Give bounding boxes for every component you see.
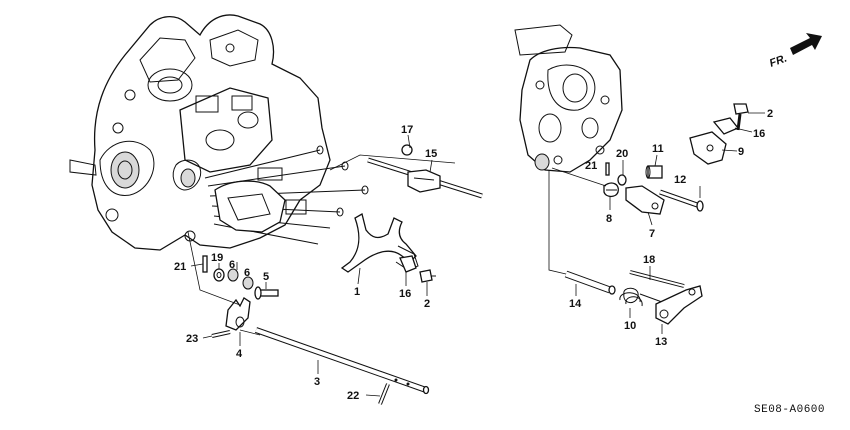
part-14-shaft [564,270,616,295]
callout-19: 19 [211,252,223,264]
part-22-pin [378,383,390,405]
callout-18: 18 [643,254,655,266]
callout-12: 12 [674,174,686,186]
callout-13: 13 [655,336,667,348]
callout-10: 10 [624,320,636,332]
callout-2-lower: 2 [424,298,430,310]
callout-7: 7 [649,228,655,240]
front-direction-arrow-icon [790,33,822,55]
callout-16-upper: 16 [753,128,765,140]
callout-23: 23 [186,333,198,345]
diagram-code: SE08-A0600 [754,404,825,416]
callout-5: 5 [263,271,269,283]
callout-11: 11 [652,143,664,155]
callout-20: 20 [616,148,628,160]
callout-2-upper: 2 [767,108,773,120]
transmission-housing [69,14,369,251]
part-3-shift-rod-long [255,327,430,395]
callout-8: 8 [606,213,612,225]
callout-6-a: 6 [229,259,235,271]
part-11-collar [645,165,663,179]
part-9-bracket [689,131,727,165]
callout-6-b: 6 [244,267,250,279]
part-8-spring [603,182,619,198]
part-5-bolt [254,286,279,300]
part-1-shift-fork [340,213,419,273]
leader-lines [190,112,765,397]
transmission-cover [514,24,623,173]
part-13-lever-plate [655,285,703,325]
callout-21-upper: 21 [585,160,597,172]
callout-15: 15 [425,148,437,160]
part-21-pin-upper [605,162,610,176]
part-15-shift-rod [367,144,483,199]
part-18-rod [629,270,685,288]
callout-16-lower: 16 [399,288,411,300]
part-6-washer-a [227,268,239,282]
part-2-bolt-upper [733,103,749,131]
part-2-bolt-lower [419,269,436,283]
part-7-lever [625,185,665,215]
part-12-bolt [659,189,704,212]
part-6-washer-b [242,276,254,290]
part-21-pin-lower [202,255,208,273]
part-23-pin [211,330,231,338]
callout-1: 1 [354,286,360,298]
part-19-washer [213,268,225,282]
callout-9: 9 [738,146,744,158]
callout-21-lower: 21 [174,261,186,273]
direction-label: FR. [768,52,789,69]
part-16-clip-lower [399,255,417,273]
callout-3: 3 [314,376,320,388]
part-20-washer [617,174,627,186]
callout-17: 17 [401,124,413,136]
part-16-clip-upper [712,117,740,135]
callout-4: 4 [236,348,243,360]
part-10-coil-spring [619,287,663,307]
part-4-shift-arm [225,297,251,331]
callout-labels: 2 16 9 20 11 21 12 8 7 17 15 21 19 6 6 5… [174,108,773,402]
callout-22: 22 [347,390,359,402]
callout-14: 14 [569,298,582,310]
